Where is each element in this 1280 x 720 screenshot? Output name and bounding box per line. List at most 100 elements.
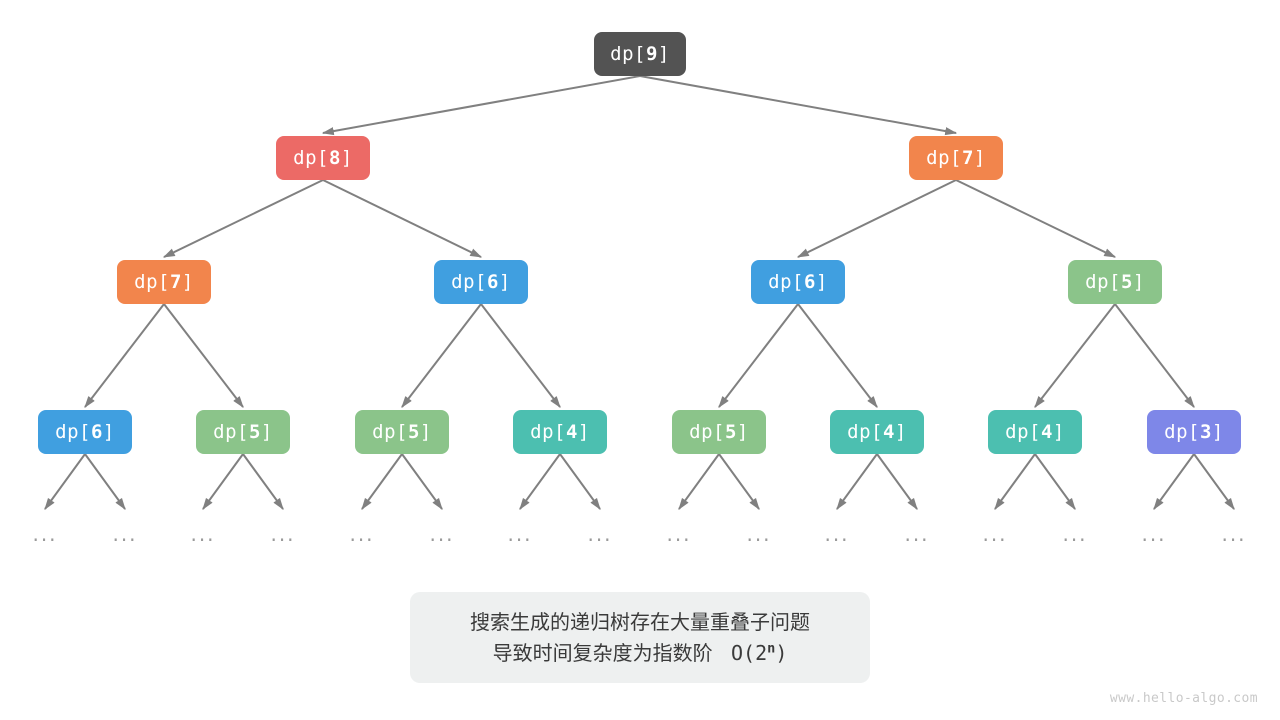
node-label-prefix: dp[ <box>610 43 646 65</box>
node-label-prefix: dp[ <box>1085 271 1121 293</box>
node-label-suffix: ] <box>1211 421 1224 443</box>
node-label-index: 6 <box>486 271 499 293</box>
node-label-index: 5 <box>1120 271 1133 293</box>
tree-node-dp-6: dp[6] <box>434 260 528 304</box>
tree-edge <box>163 303 244 408</box>
node-label-index: 5 <box>724 421 737 443</box>
tree-edge <box>678 453 720 510</box>
tree-edge <box>718 303 799 408</box>
node-label-suffix: ] <box>419 421 432 443</box>
tree-node-dp-5: dp[5] <box>196 410 290 454</box>
ellipsis-marker: ... <box>982 522 1008 546</box>
ellipsis-marker: ... <box>349 522 375 546</box>
node-label-prefix: dp[ <box>55 421 91 443</box>
tree-edge <box>401 453 443 510</box>
caption-line-2: 导致时间复杂度为指数阶 O(2n) <box>493 641 788 666</box>
tree-edge <box>401 303 482 408</box>
tree-edge <box>797 303 878 408</box>
tree-node-dp-6: dp[6] <box>751 260 845 304</box>
tree-edge <box>1153 453 1195 510</box>
node-label-suffix: ] <box>1052 421 1065 443</box>
tree-edge <box>202 453 244 510</box>
ellipsis-marker: ... <box>270 522 296 546</box>
ellipsis-marker: ... <box>1141 522 1167 546</box>
tree-node-dp-4: dp[4] <box>513 410 607 454</box>
tree-node-dp-7: dp[7] <box>117 260 211 304</box>
node-label-suffix: ] <box>577 421 590 443</box>
tree-edge <box>480 303 561 408</box>
node-label-index: 3 <box>1199 421 1212 443</box>
node-label-index: 7 <box>961 147 974 169</box>
node-label-suffix: ] <box>102 421 115 443</box>
ellipsis-marker: ... <box>824 522 850 546</box>
node-label-suffix: ] <box>260 421 273 443</box>
node-label-index: 9 <box>645 43 658 65</box>
node-label-prefix: dp[ <box>926 147 962 169</box>
caption-box: 搜索生成的递归树存在大量重叠子问题 导致时间复杂度为指数阶 O(2n) <box>410 592 870 683</box>
ellipsis-marker: ... <box>904 522 930 546</box>
node-label-index: 8 <box>328 147 341 169</box>
ellipsis-marker: ... <box>746 522 772 546</box>
tree-edge <box>162 179 324 258</box>
node-label-index: 4 <box>1040 421 1053 443</box>
tree-edge <box>1034 303 1116 408</box>
tree-edge <box>639 75 958 136</box>
node-label-prefix: dp[ <box>1005 421 1041 443</box>
caption-line-1: 搜索生成的递归树存在大量重叠子问题 <box>470 609 810 634</box>
tree-node-dp-5: dp[5] <box>1068 260 1162 304</box>
node-label-suffix: ] <box>973 147 986 169</box>
node-label-index: 5 <box>407 421 420 443</box>
tree-edge <box>1034 453 1076 510</box>
node-label-prefix: dp[ <box>134 271 170 293</box>
node-label-prefix: dp[ <box>768 271 804 293</box>
tree-edge <box>876 453 918 510</box>
tree-edge <box>559 453 601 510</box>
ellipsis-marker: ... <box>507 522 533 546</box>
node-label-suffix: ] <box>894 421 907 443</box>
node-label-prefix: dp[ <box>451 271 487 293</box>
tree-node-dp-3: dp[3] <box>1147 410 1241 454</box>
tree-edge <box>718 453 760 510</box>
node-label-index: 6 <box>803 271 816 293</box>
ellipsis-marker: ... <box>190 522 216 546</box>
node-label-suffix: ] <box>498 271 511 293</box>
node-label-prefix: dp[ <box>293 147 329 169</box>
tree-edge <box>322 179 483 258</box>
node-label-suffix: ] <box>340 147 353 169</box>
tree-edge <box>84 303 165 408</box>
node-label-prefix: dp[ <box>847 421 883 443</box>
ellipsis-marker: ... <box>112 522 138 546</box>
node-label-index: 7 <box>169 271 182 293</box>
node-label-suffix: ] <box>1132 271 1145 293</box>
tree-edge <box>796 179 957 258</box>
tree-edge <box>994 453 1036 510</box>
tree-edge <box>361 453 403 510</box>
ellipsis-marker: ... <box>32 522 58 546</box>
tree-node-dp-5: dp[5] <box>355 410 449 454</box>
complexity-exponent: n <box>767 639 776 656</box>
tree-node-dp-6: dp[6] <box>38 410 132 454</box>
tree-node-dp-7: dp[7] <box>909 136 1003 180</box>
tree-edge <box>1193 453 1235 510</box>
tree-edge <box>44 453 86 510</box>
node-label-prefix: dp[ <box>689 421 725 443</box>
tree-edge <box>836 453 878 510</box>
node-label-prefix: dp[ <box>530 421 566 443</box>
caption-line-2-text: 导致时间复杂度为指数阶 <box>492 640 713 665</box>
node-label-suffix: ] <box>181 271 194 293</box>
tree-node-dp-5: dp[5] <box>672 410 766 454</box>
ellipsis-marker: ... <box>666 522 692 546</box>
ellipsis-marker: ... <box>587 522 613 546</box>
node-label-prefix: dp[ <box>372 421 408 443</box>
tree-edge <box>242 453 284 510</box>
tree-edge <box>1114 303 1195 408</box>
tree-node-dp-4: dp[4] <box>988 410 1082 454</box>
node-label-index: 4 <box>565 421 578 443</box>
tree-edge <box>84 453 126 510</box>
node-label-index: 5 <box>248 421 261 443</box>
tree-edge <box>955 179 1117 258</box>
watermark: www.hello-algo.com <box>1109 691 1258 706</box>
tree-node-dp-4: dp[4] <box>830 410 924 454</box>
complexity-close: ) <box>775 640 788 665</box>
